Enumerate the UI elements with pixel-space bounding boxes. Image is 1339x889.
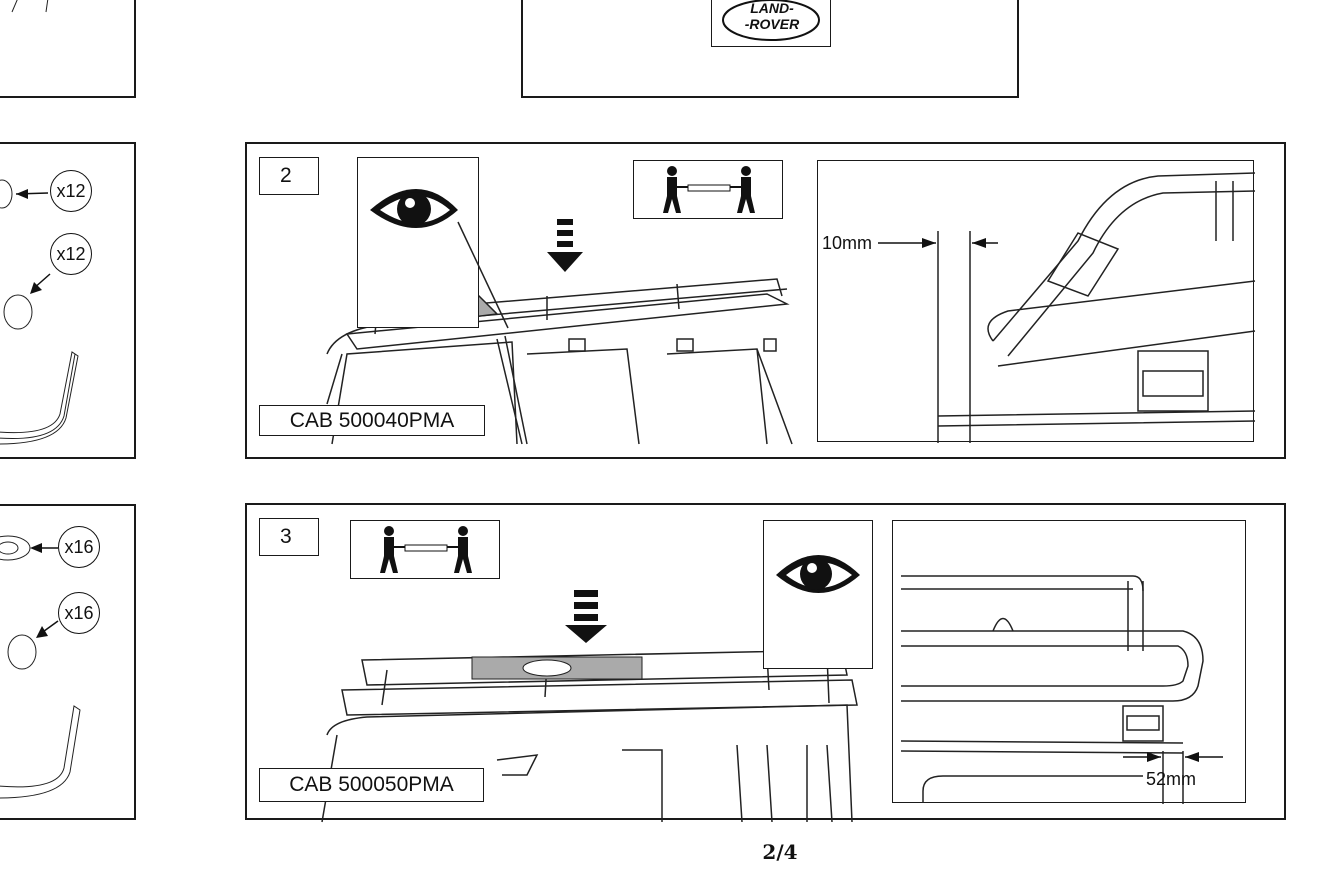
eye-icon <box>776 555 860 593</box>
left-parts-panel-2: x12 x12 <box>0 142 136 459</box>
vehicle-roof-rack-illustration <box>321 590 858 823</box>
illustration-lines <box>11 0 49 13</box>
quantity-badge: x12 <box>50 170 92 212</box>
part-code-label: CAB 500050PMA <box>259 768 484 802</box>
rack-gap-detail-illustration <box>937 172 1256 443</box>
land-rover-logo <box>722 0 820 41</box>
two-person-lift-box <box>633 160 783 219</box>
part-code-label: CAB 500040PMA <box>259 405 485 436</box>
step-number: 3 <box>259 518 319 556</box>
lower-arrow-icon <box>565 590 607 643</box>
eye-inspect-box <box>763 520 873 669</box>
two-person-lift-icon <box>380 526 472 573</box>
bolt-washer-hexkey-illustration <box>0 179 79 445</box>
logo-box: LAND- -ROVER <box>711 0 831 47</box>
left-top-panel <box>0 0 136 98</box>
eye-icon <box>370 189 509 329</box>
lower-arrow-icon <box>547 219 583 272</box>
bolt-washer-hexkey-illustration <box>0 535 81 799</box>
two-person-lift-icon <box>663 166 755 213</box>
measurement-label: 10mm <box>822 233 873 254</box>
quantity-badge: x12 <box>50 233 92 275</box>
measurement-arrows <box>878 238 998 248</box>
page-number: 2/4 <box>762 840 798 864</box>
measurement-label: 52mm <box>1146 769 1197 789</box>
left-parts-panel-3: x16 x16 <box>0 504 136 820</box>
rack-offset-detail-illustration <box>900 575 1223 804</box>
logo-text-line1: LAND- <box>750 0 794 16</box>
two-person-lift-box <box>350 520 500 579</box>
detail-10mm-box: 10mm <box>817 160 1256 443</box>
detail-52mm-box: 52mm <box>892 520 1246 804</box>
logo-text-line2: -ROVER <box>744 16 800 32</box>
quantity-badge: x16 <box>58 592 100 634</box>
step-number: 2 <box>259 157 319 195</box>
eye-inspect-box <box>357 157 509 329</box>
quantity-badge: x16 <box>58 526 100 568</box>
